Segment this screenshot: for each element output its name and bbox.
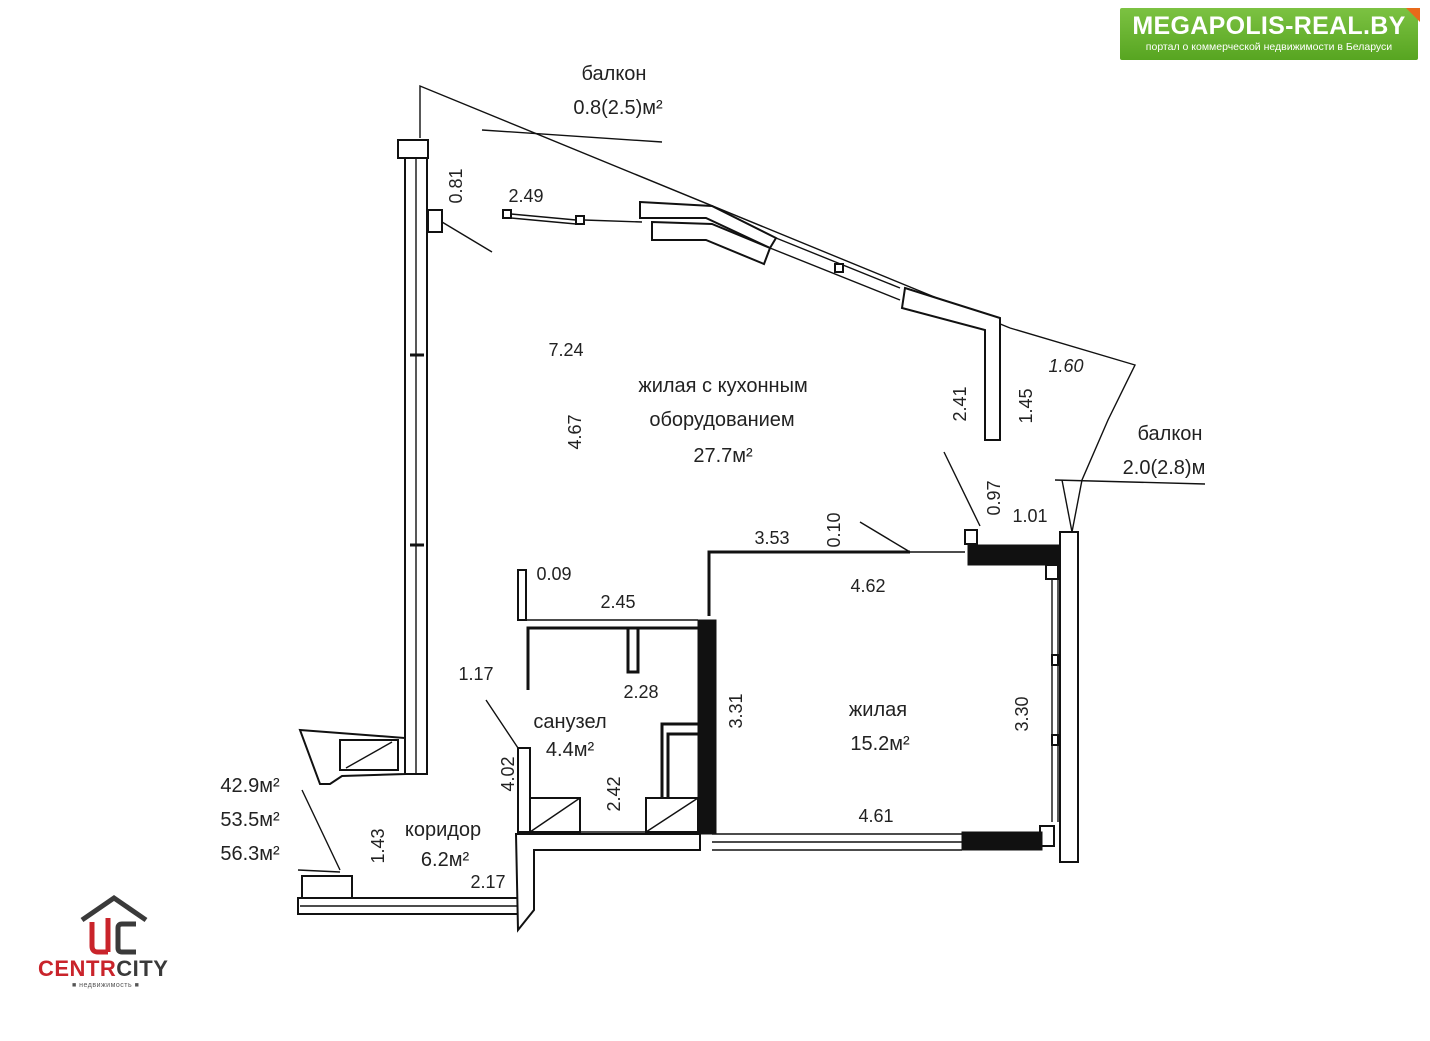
balcony-right-area: 2.0(2.8)м	[1123, 457, 1206, 479]
dimension-labels: 0.81 2.49 7.24 4.67 2.41 1.45 1.60 0.97 …	[368, 168, 1084, 892]
agency-logo: CENTRCITY ■ недвижимость ■	[38, 894, 198, 994]
dim-0-81: 0.81	[446, 168, 466, 203]
dimension-leaders	[943, 451, 1073, 533]
room-labels: жилая с кухонным оборудованием 27.7м² жи…	[405, 63, 1206, 871]
dim-4-61: 4.61	[858, 806, 893, 826]
dim-2-28: 2.28	[623, 682, 658, 702]
dim-3-31: 3.31	[726, 693, 746, 728]
living-kitchen-area: 27.7м²	[693, 445, 753, 467]
balcony-top-area: 0.8(2.5)м²	[573, 97, 663, 119]
corridor-walls	[297, 728, 701, 933]
dim-0-97: 0.97	[984, 480, 1004, 515]
dim-2-42: 2.42	[604, 776, 624, 811]
total-area-2: 53.5м²	[220, 809, 280, 831]
dim-1-43: 1.43	[368, 828, 388, 863]
logo-tagline: ■ недвижимость ■	[72, 982, 140, 989]
dim-1-17: 1.17	[458, 664, 493, 684]
corridor-area: 6.2м²	[421, 849, 470, 871]
dim-3-30: 3.30	[1012, 696, 1032, 731]
balcony-top-outline	[419, 84, 1011, 329]
balcony-right-label: балкон	[1138, 423, 1203, 445]
upper-wall	[502, 200, 1001, 441]
bedroom-label: жилая	[849, 699, 907, 721]
dim-1-45: 1.45	[1016, 388, 1036, 423]
dim-2-17: 2.17	[470, 872, 505, 892]
site-badge[interactable]: MEGAPOLIS-REAL.BY портал о коммерческой …	[1120, 8, 1420, 60]
bedroom-walls	[697, 521, 1079, 863]
dim-0-10: 0.10	[824, 512, 844, 547]
dim-3-53: 3.53	[754, 528, 789, 548]
site-subtitle: портал о коммерческой недвижимости в Бел…	[1145, 41, 1393, 53]
total-area-1: 42.9м²	[220, 775, 280, 797]
dim-7-24: 7.24	[548, 340, 583, 360]
dim-4-02: 4.02	[498, 756, 518, 791]
balcony-right-outline	[1009, 327, 1206, 533]
balcony-top-label: балкон	[582, 63, 647, 85]
living-kitchen-label-line2: оборудованием	[649, 409, 794, 431]
dim-1-60: 1.60	[1048, 356, 1083, 376]
bedroom-area: 15.2м²	[850, 733, 910, 755]
bathroom-area: 4.4м²	[546, 739, 595, 761]
dim-0-09: 0.09	[536, 564, 571, 584]
bathroom-walls	[485, 569, 699, 833]
dim-2-41: 2.41	[950, 386, 970, 421]
dim-4-62: 4.62	[850, 576, 885, 596]
dim-2-49: 2.49	[508, 186, 543, 206]
logo-wordmark: CENTRCITY	[38, 956, 169, 981]
living-kitchen-label-line1: жилая с кухонным	[638, 375, 807, 397]
corridor-label: коридор	[405, 819, 481, 841]
dim-2-45: 2.45	[600, 592, 635, 612]
bathroom-label: санузел	[533, 711, 606, 733]
total-area-3: 56.3м²	[220, 843, 280, 865]
dim-4-67: 4.67	[565, 414, 585, 449]
dim-1-01: 1.01	[1012, 506, 1047, 526]
left-exterior-wall	[397, 139, 493, 775]
total-areas: 42.9м² 53.5м² 56.3м²	[220, 775, 280, 865]
house-logo-icon	[80, 894, 148, 955]
badge-corner-icon	[1406, 8, 1420, 22]
site-title: MEGAPOLIS-REAL.BY	[1132, 12, 1406, 40]
